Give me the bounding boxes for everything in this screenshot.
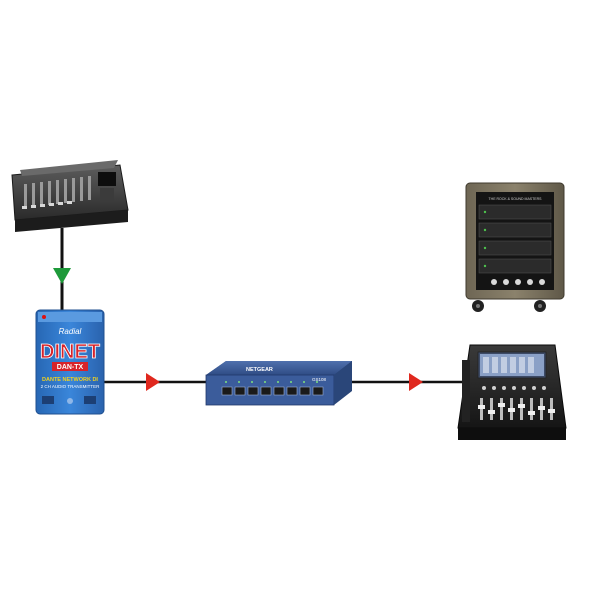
switch-model: GS108 <box>312 377 327 382</box>
arrow-down-icon <box>53 268 71 284</box>
digital-console <box>457 344 567 440</box>
di-model: DINET <box>40 341 100 363</box>
amplifier-rack: THE ROCK & SOUND MASTERS <box>465 182 565 312</box>
arrow-right-icon <box>146 373 160 391</box>
di-box: Radial DINET DAN-TX DANTE NETWORK DI 2 C… <box>35 309 105 415</box>
switch-brand: NETGEAR <box>246 367 273 373</box>
di-submodel: DAN-TX <box>57 364 84 371</box>
analog-mixer <box>11 160 129 232</box>
network-switch: NETGEAR GS108 <box>205 361 352 406</box>
di-brand: Radial <box>59 327 82 336</box>
arrow-right-icon <box>409 373 423 391</box>
di-line-2: 2 CH AUDIO TRANSMITTER <box>41 384 100 389</box>
di-line-1: DANTE NETWORK DI <box>42 377 98 383</box>
rack-label: THE ROCK & SOUND MASTERS <box>489 197 543 201</box>
